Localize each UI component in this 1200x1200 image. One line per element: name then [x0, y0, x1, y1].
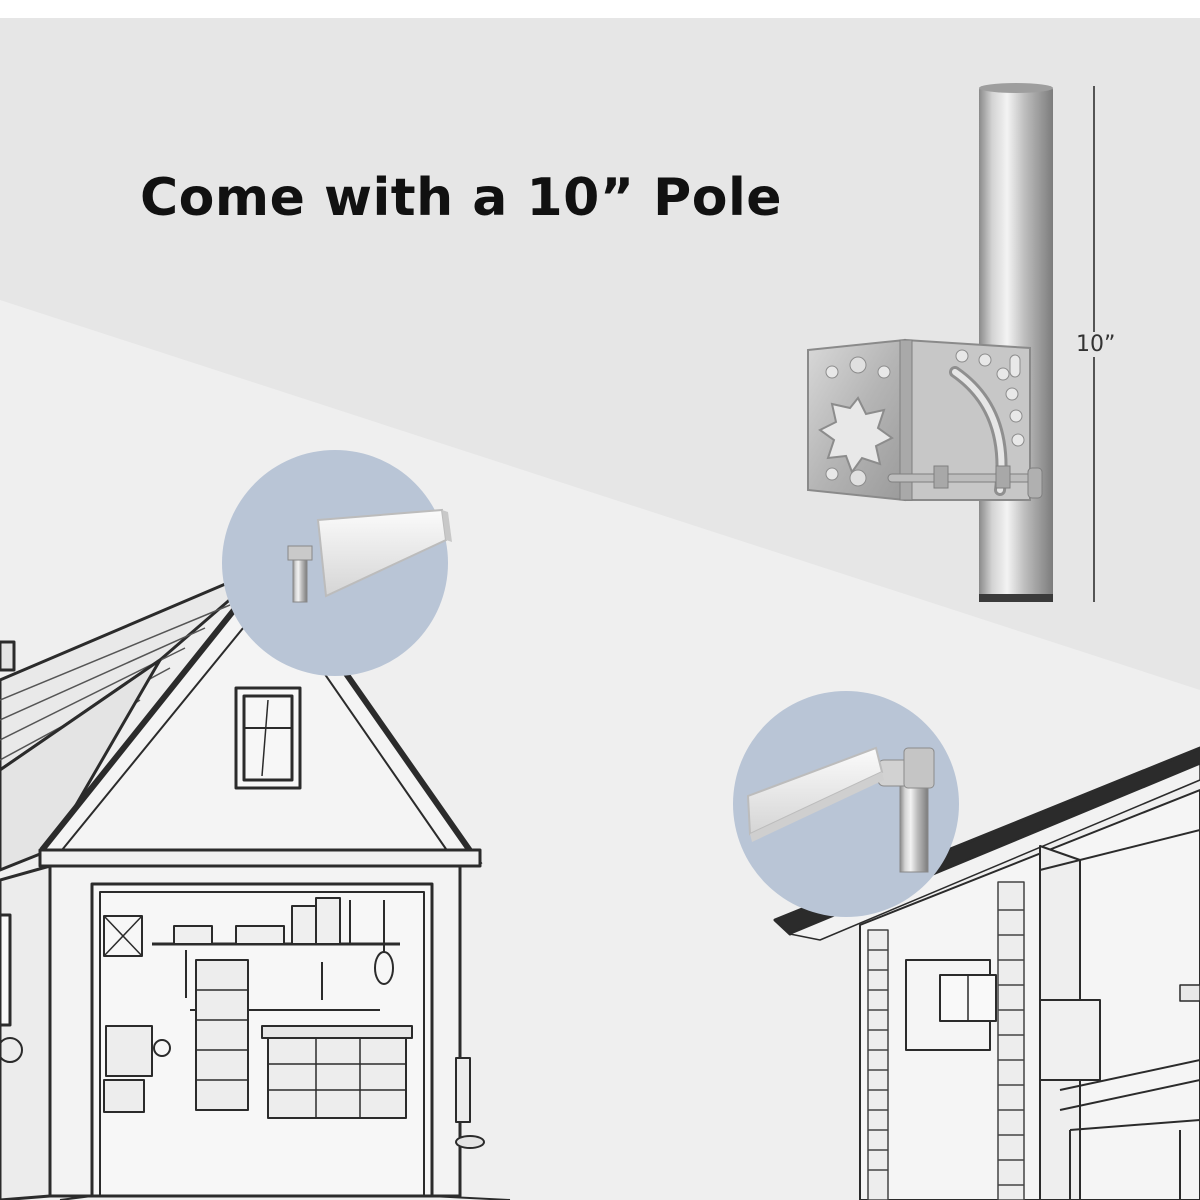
house-illustration — [0, 562, 511, 1200]
house-antenna-callout — [222, 450, 452, 676]
panel-antenna-icon — [746, 746, 884, 842]
headline: Come with a 10” Pole — [140, 168, 783, 228]
panel-antenna-icon — [316, 508, 452, 598]
pole-length-label: 10” — [1074, 332, 1118, 357]
building-antenna-callout — [733, 691, 959, 917]
pole-mount-bracket-icon — [807, 83, 1053, 602]
